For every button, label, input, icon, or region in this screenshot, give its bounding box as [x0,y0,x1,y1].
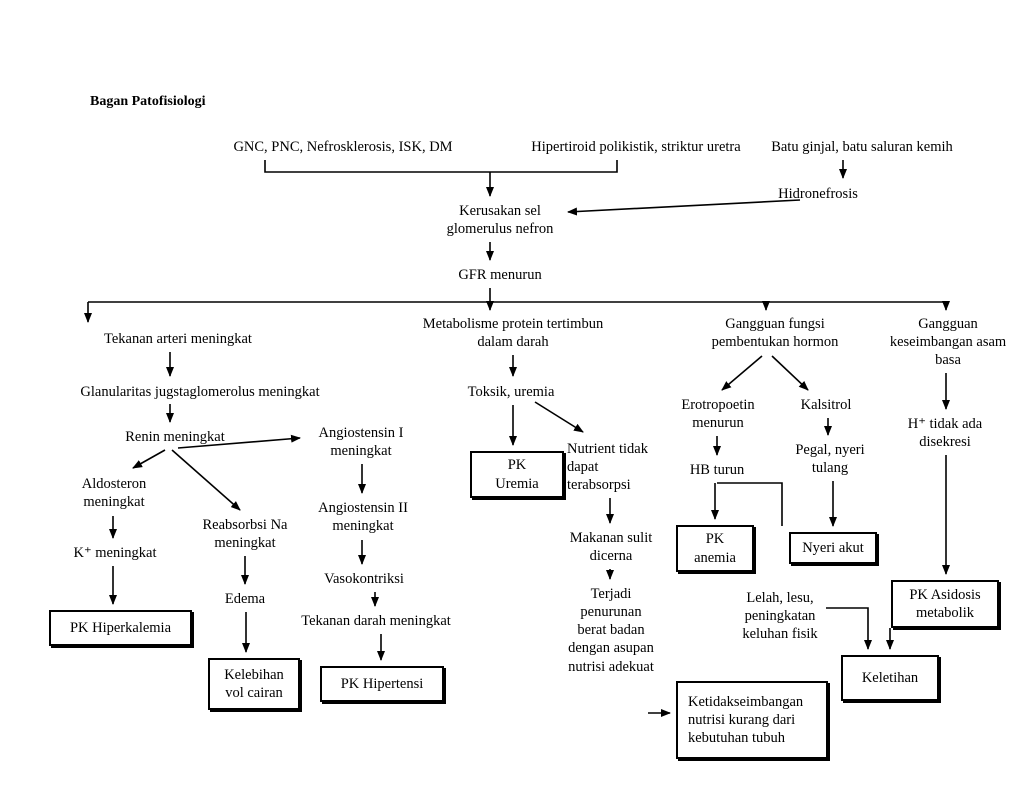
node-aldosteron-meningkat: Aldosteron meningkat [81,476,147,511]
node-edema: Edema [224,591,266,607]
node-h-tidak-ada-disekresi: H⁺ tidak ada disekresi [907,416,983,451]
node-gangguan-keseimbangan-asam-basa: Gangguan keseimbangan asam basa [889,316,1007,369]
node-ketidakseimbangan-nutrisi: Ketidakseimbangan nutrisi kurang dari ke… [676,681,828,759]
node-tekanan-darah-meningkat: Tekanan darah meningkat [301,613,451,629]
node-vasokontriksi: Vasokontriksi [324,571,404,587]
node-reabsorbsi-na-meningkat: Reabsorbsi Na meningkat [202,517,288,552]
node-kalsitrol: Kalsitrol [800,397,852,413]
node-terjadi-penurunan-berat-badan: Terjadi penurunan berat badan dengan asu… [568,586,654,675]
node-pegal-nyeri-tulang: Pegal, nyeri tulang [795,442,865,477]
node-batu-ginjal: Batu ginjal, batu saluran kemih [771,139,953,155]
node-erotropoetin-menurun: Erotropoetin menurun [681,397,755,432]
page-title: Bagan Patofisiologi [90,94,206,109]
node-glanularitas-jugstaglomerolus: Glanularitas jugstaglomerolus meningkat [80,384,320,400]
node-gfr-menurun: GFR menurun [458,267,542,283]
node-hipertiroid: Hipertiroid polikistik, striktur uretra [531,139,741,155]
node-nyeri-akut: Nyeri akut [789,532,877,564]
node-gnc-pnc: GNC, PNC, Nefrosklerosis, ISK, DM [233,139,453,155]
node-kerusakan-sel-glomerulus: Kerusakan sel glomerulus nefron [446,203,554,238]
node-pk-hipertensi: PK Hipertensi [320,666,444,702]
node-pk-anemia: PK anemia [676,525,754,572]
node-pk-asidosis-metabolik: PK Asidosis metabolik [891,580,999,628]
node-hidronefrosis: Hidronefrosis [778,186,858,202]
node-keletihan: Keletihan [841,655,939,701]
node-hb-turun: HB turun [689,462,745,478]
node-renin-meningkat: Renin meningkat [125,429,225,445]
node-pk-uremia: PK Uremia [470,451,564,498]
node-tekanan-arteri-meningkat: Tekanan arteri meningkat [104,331,252,347]
node-angiostensin-ii-meningkat: Angiostensin II meningkat [318,500,408,535]
node-pk-hiperkalemia: PK Hiperkalemia [49,610,192,646]
node-metabolisme-protein: Metabolisme protein tertimbun dalam dara… [422,316,604,351]
node-k-meningkat: K⁺ meningkat [73,545,157,561]
node-lelah-lesu: Lelah, lesu, peningkatan keluhan fisik [742,590,818,643]
node-toksik-uremia: Toksik, uremia [467,384,555,400]
node-gangguan-fungsi-hormon: Gangguan fungsi pembentukan hormon [711,316,839,351]
node-nutrient-tidak-dapat-terabsorpsi: Nutrient tidak dapat terabsorpsi [567,441,648,494]
node-angiostensin-i-meningkat: Angiostensin I meningkat [318,425,404,460]
node-makanan-sulit-dicerna: Makanan sulit dicerna [569,530,653,565]
node-kelebihan-vol-cairan: Kelebihan vol cairan [208,658,300,710]
